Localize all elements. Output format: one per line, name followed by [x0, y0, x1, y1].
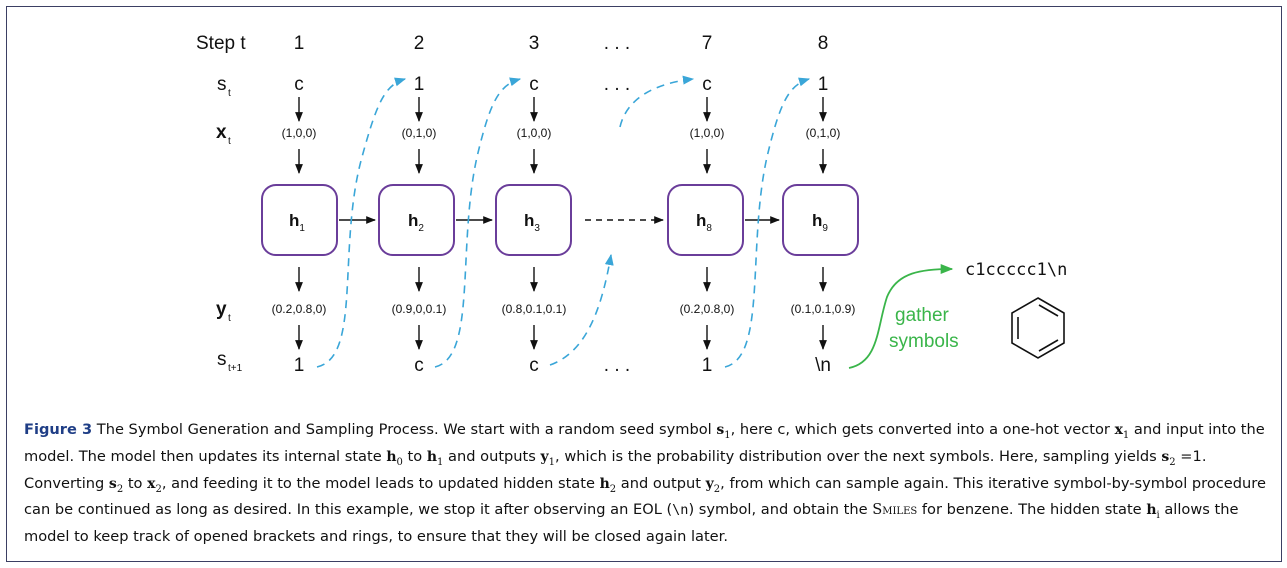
- feedback-arrow: [724, 77, 811, 368]
- s-row-label: s t: [217, 74, 231, 99]
- hidden-state-label: h9: [812, 211, 828, 234]
- output-distribution: (0.1,0.1,0.9): [791, 302, 856, 316]
- step-number: 3: [529, 33, 540, 54]
- svg-text:s: s: [217, 74, 227, 95]
- hidden-state-node: [495, 184, 572, 256]
- step-column-8: 8 1 (0,1,0) h9 (0.1,0.1,0.9) \n: [782, 33, 859, 376]
- svg-text:t: t: [228, 136, 231, 147]
- step-column-7: 7 c (1,0,0) h8 (0.2,0.8,0) 1: [667, 33, 744, 376]
- one-hot-vector: (1,0,0): [517, 126, 552, 140]
- step-number: 7: [702, 33, 713, 54]
- output-distribution: (0.9,0,0.1): [392, 302, 447, 316]
- one-hot-vector: (1,0,0): [282, 126, 317, 140]
- step-number: 1: [294, 33, 305, 54]
- feedback-arrow: [549, 253, 614, 366]
- step-row-label: Step t: [196, 33, 246, 54]
- gather-label-line2: symbols: [889, 331, 959, 352]
- x-row-label: x t: [216, 122, 231, 147]
- output-distribution: (0.2,0.8,0): [680, 302, 735, 316]
- hidden-state-label: h2: [408, 211, 424, 234]
- step-column-3: 3 c (1,0,0) h3 (0.8,0.1,0.1) c: [495, 33, 572, 376]
- hidden-state-label: h3: [524, 211, 540, 234]
- hidden-state-label: h8: [696, 211, 712, 234]
- feedback-arrow: [434, 77, 522, 368]
- step-column-1: 1 c (1,0,0) h1 (0.2,0.8,0) 1: [261, 33, 338, 376]
- gather-arrow: [848, 263, 954, 369]
- result-smiles: c1ccccc1\n: [965, 260, 1067, 280]
- s-next-row-label: s t+1: [217, 349, 243, 374]
- input-symbol: 1: [818, 74, 829, 95]
- sampled-symbol: c: [414, 355, 424, 376]
- output-distribution: (0.2,0.8,0): [272, 302, 327, 316]
- sampled-symbol: c: [529, 355, 539, 376]
- input-symbol: 1: [414, 74, 425, 95]
- hidden-state-node: [782, 184, 859, 256]
- svg-text:t+1: t+1: [228, 363, 243, 374]
- one-hot-vector: (0,1,0): [806, 126, 841, 140]
- hidden-state-node: [378, 184, 455, 256]
- output-distribution: (0.8,0.1,0.1): [502, 302, 567, 316]
- step-number: 8: [818, 33, 829, 54]
- step-column-2: 2 1 (0,1,0) h2 (0.9,0,0.1) c: [378, 33, 455, 376]
- hidden-state-node: [261, 184, 338, 256]
- feedback-arrow: [316, 77, 407, 368]
- figure-frame: Step t s t x t y t s t+1 1 c (1,0,0) h1 …: [6, 6, 1282, 562]
- input-symbol: c: [702, 74, 712, 95]
- sampled-symbol: \n: [815, 355, 831, 376]
- feedback-arrows: [316, 75, 811, 368]
- sampled-symbol: 1: [294, 355, 305, 376]
- y-row-label: y t: [216, 299, 231, 324]
- ellipsis: . . .: [604, 74, 630, 95]
- svg-text:y: y: [216, 299, 227, 320]
- feedback-arrow: [619, 75, 695, 128]
- input-symbol: c: [294, 74, 304, 95]
- svg-text:t: t: [228, 313, 231, 324]
- step-number: 2: [414, 33, 425, 54]
- svg-text:t: t: [228, 88, 231, 99]
- svg-text:x: x: [216, 122, 227, 143]
- hidden-state-label: h1: [289, 211, 305, 234]
- benzene-structure-icon: [1011, 297, 1065, 359]
- hidden-state-node: [667, 184, 744, 256]
- figure-caption: Figure 3 The Symbol Generation and Sampl…: [24, 421, 1266, 546]
- sampled-symbol: 1: [702, 355, 713, 376]
- rnn-sampling-diagram: Step t s t x t y t s t+1 1 c (1,0,0) h1 …: [196, 33, 1067, 376]
- figure-label: Figure 3: [24, 421, 93, 438]
- one-hot-vector: (0,1,0): [402, 126, 437, 140]
- ellipsis: . . .: [604, 355, 630, 376]
- ellipsis-column: . . . . . . . . .: [604, 33, 630, 376]
- ellipsis: . . .: [604, 33, 630, 54]
- one-hot-vector: (1,0,0): [690, 126, 725, 140]
- gather-label-line1: gather: [895, 305, 950, 326]
- svg-text:s: s: [217, 349, 227, 370]
- input-symbol: c: [529, 74, 539, 95]
